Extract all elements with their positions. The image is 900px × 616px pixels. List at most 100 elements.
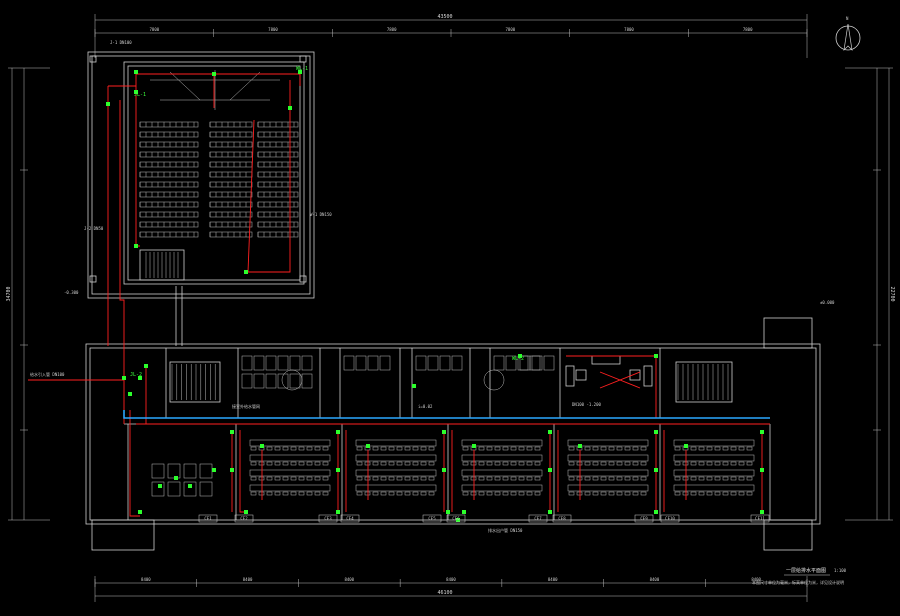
chair [738,446,745,451]
seat-row [139,171,199,178]
room-tag: CE8 [558,516,566,521]
chair [420,461,427,466]
desk-row [673,454,755,462]
chair [722,491,729,496]
chair [364,461,371,466]
chair [420,446,427,451]
toilet-stall [289,373,301,389]
chair [568,446,575,451]
chair [502,476,509,481]
room-tag-box [422,514,442,523]
chair [306,461,313,466]
room-tag-box [528,514,548,523]
toilet-stall [343,355,355,371]
fixture-marker [134,244,138,248]
dim-top-segment: 7800 [743,27,753,32]
lab-bench [199,463,213,479]
toilet-stall [505,355,517,371]
desk-row [355,484,437,492]
toilet-stall [519,355,531,371]
fixture-marker [336,430,340,434]
chair [396,446,403,451]
chair [412,461,419,466]
fixture-marker [548,430,552,434]
chair [404,491,411,496]
room-tag-box [660,514,680,523]
desk-row [461,469,543,477]
toilet-stall [265,355,277,371]
fixture-marker [298,70,302,74]
chair [282,491,289,496]
toilet-stall [301,373,313,389]
chair [746,446,753,451]
toilet-stall [367,355,379,371]
chair [404,446,411,451]
seat-row [209,121,253,128]
chair [412,476,419,481]
fixture-marker [760,430,764,434]
chair [372,491,379,496]
chair [510,446,517,451]
desk-row [567,439,649,447]
fixture-marker [212,468,216,472]
room-tag-box [234,514,254,523]
chair [428,476,435,481]
fixture-marker [260,444,264,448]
chair [738,476,745,481]
door-swing [281,369,303,391]
toilet-stall [253,355,265,371]
chair [682,476,689,481]
fixture-marker [442,468,446,472]
chair [322,446,329,451]
chair [380,461,387,466]
chair [258,491,265,496]
chair [640,446,647,451]
chair [494,476,501,481]
chair [486,446,493,451]
dim-bottom-overall: 46100 [437,590,452,596]
chair [258,476,265,481]
chair [314,476,321,481]
lab-bench [199,481,213,497]
chair [600,491,607,496]
chair [722,476,729,481]
room-tag-box [750,514,770,523]
fixture-marker [174,476,178,480]
chair [674,461,681,466]
drawing-note: 本图尺寸单位为毫米，标高单位为米，详见设计说明 [752,579,844,585]
room-tag-box [552,514,572,523]
chair [698,461,705,466]
chair [462,476,469,481]
fixture-marker [244,270,248,274]
chair [568,491,575,496]
chair [518,476,525,481]
room-tag: CE3 [324,516,332,521]
chair [600,461,607,466]
seat-row [139,211,199,218]
desk-row [249,469,331,477]
chair [282,446,289,451]
fixture-marker [654,430,658,434]
chair [730,491,737,496]
chair [478,491,485,496]
chair [470,476,477,481]
chair [510,461,517,466]
dim-top-segment: 7800 [387,27,397,32]
lab-bench [167,463,181,479]
upper-wing [87,51,315,346]
chair [356,476,363,481]
chair [608,446,615,451]
fixture-marker [684,444,688,448]
chair [624,476,631,481]
chair [462,491,469,496]
annotation: W-1 DN150 [310,212,332,217]
chair [534,476,541,481]
dim-top-overall: 43500 [437,14,452,20]
chair [282,476,289,481]
chair [396,476,403,481]
chair [314,491,321,496]
chair [290,476,297,481]
room-tag: CE10 [665,516,675,521]
chair [396,491,403,496]
